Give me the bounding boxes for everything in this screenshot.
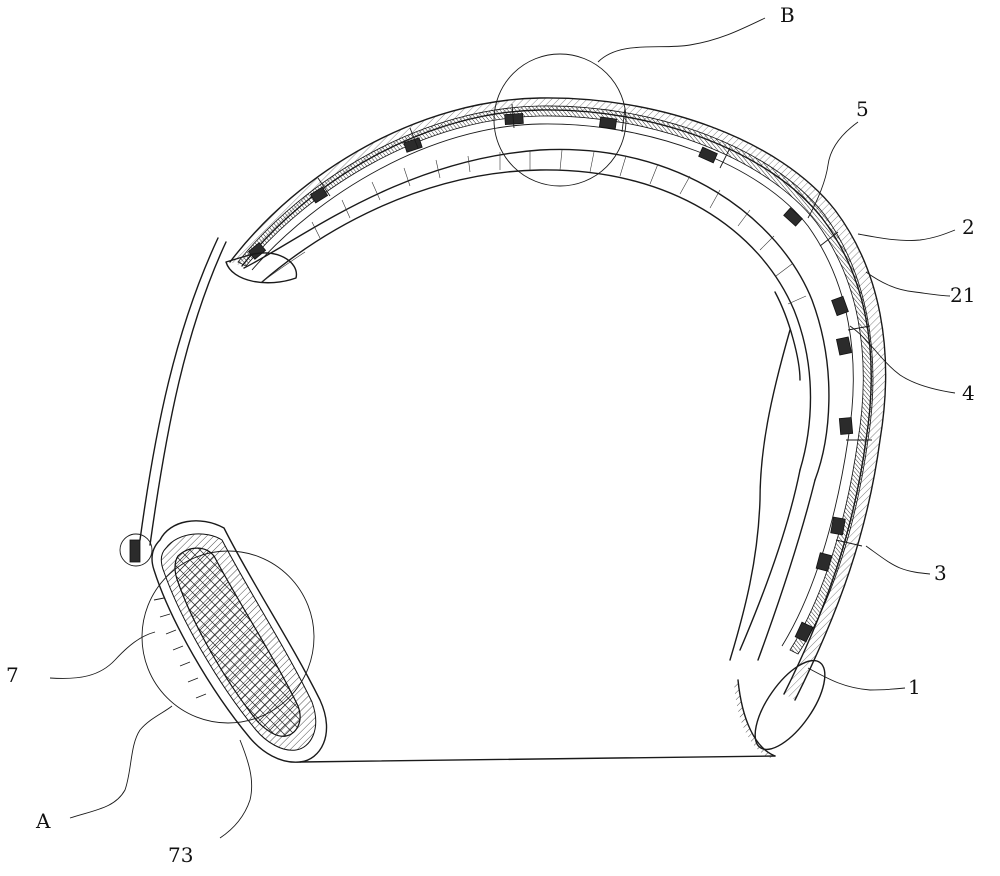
label-3: 3 — [934, 561, 947, 585]
detail-circle-b — [493, 53, 627, 187]
inner-liner — [225, 148, 830, 481]
label-4: 4 — [962, 381, 975, 405]
comb-teeth — [153, 597, 207, 699]
label-a: A — [35, 809, 51, 833]
label-7: 7 — [6, 663, 19, 687]
heating-blocks — [247, 112, 854, 643]
label-21: 21 — [950, 283, 975, 307]
right-leg — [729, 291, 826, 758]
label-1: 1 — [908, 675, 921, 699]
left-cable — [119, 237, 227, 567]
base-line — [299, 755, 776, 763]
segment-separators — [317, 103, 872, 547]
heating-strip — [237, 105, 874, 655]
leader-lines — [49, 17, 956, 839]
reference-labels: B 5 2 21 4 3 1 7 A 73 — [6, 3, 975, 867]
label-73: 73 — [168, 843, 193, 867]
label-2: 2 — [962, 215, 975, 239]
left-earpiece — [141, 520, 328, 763]
liner-ribs — [311, 149, 807, 305]
label-5: 5 — [856, 97, 869, 121]
label-b: B — [780, 3, 795, 27]
